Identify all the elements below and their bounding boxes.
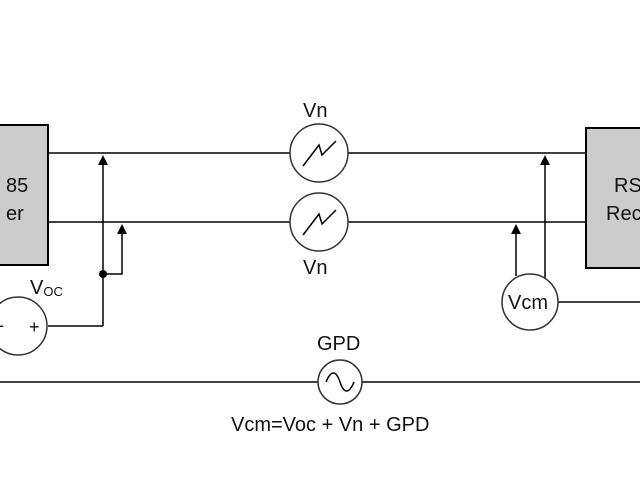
vn-top-label: Vn xyxy=(303,100,327,122)
receiver-label-line2: Rec xyxy=(606,203,640,225)
sine-wave-icon xyxy=(325,372,355,392)
driver-label-line1: 85 xyxy=(6,175,28,197)
voc-source: + - xyxy=(0,296,48,356)
gpd-source xyxy=(317,359,363,405)
left-probe xyxy=(48,155,127,327)
triangle-wave-icon xyxy=(302,209,337,236)
vcm-label: Vcm xyxy=(508,292,548,314)
voc-minus: - xyxy=(0,315,4,335)
voc-plus: + xyxy=(29,317,40,337)
receiver-label-line1: RS xyxy=(614,175,640,197)
vn-bottom-source xyxy=(289,192,349,252)
driver-label-line2: er xyxy=(6,203,24,225)
vcm-meter: Vcm xyxy=(501,273,559,331)
vn-top-source xyxy=(289,123,349,183)
driver-box xyxy=(0,124,49,266)
gpd-label: GPD xyxy=(317,333,360,355)
driver-block: 85 er xyxy=(0,124,49,266)
voc-label: VOC xyxy=(30,277,63,299)
junction-dot xyxy=(99,270,107,278)
equation-text: Vcm=Voc + Vn + GPD xyxy=(231,414,429,436)
receiver-block: RS Rec xyxy=(585,127,640,269)
receiver-box xyxy=(585,127,640,269)
vn-bottom-label: Vn xyxy=(303,257,327,279)
triangle-wave-icon xyxy=(302,140,337,167)
right-probe xyxy=(511,155,640,303)
